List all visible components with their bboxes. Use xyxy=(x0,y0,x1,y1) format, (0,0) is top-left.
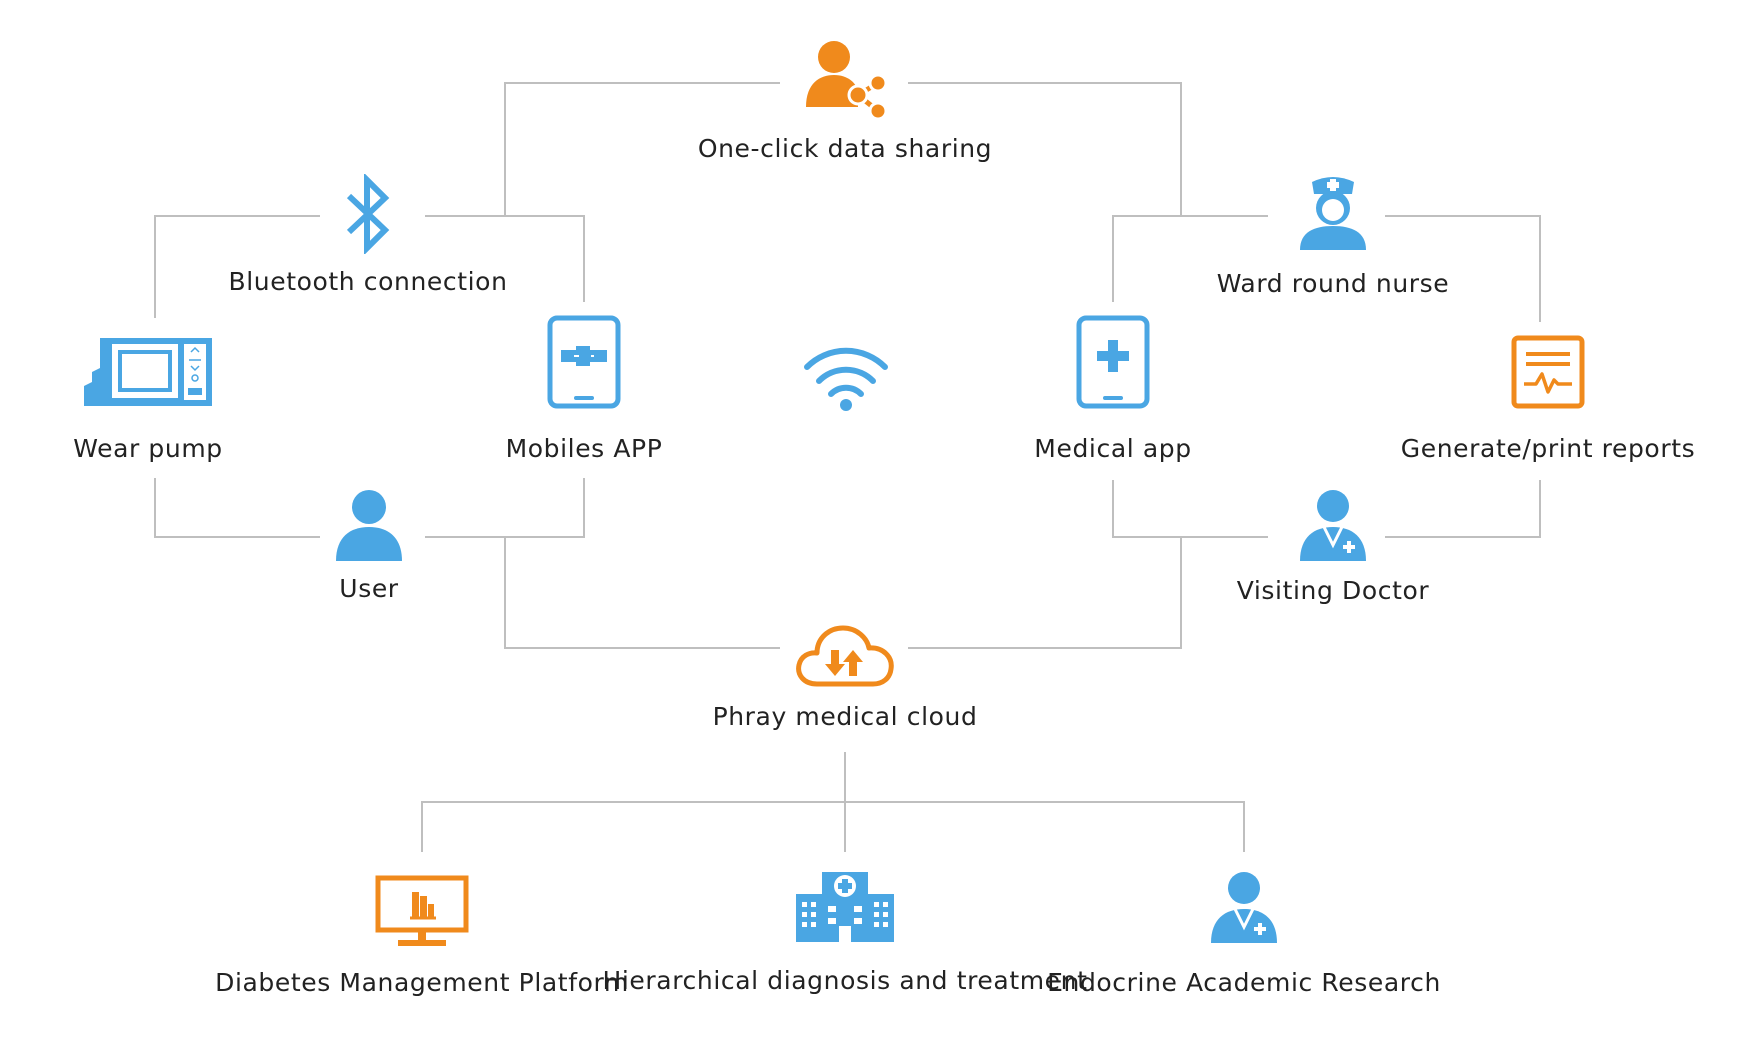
wifi-icon xyxy=(804,347,888,411)
connector-left-bottom-left xyxy=(154,478,320,538)
platform-label: Diabetes Management Platform xyxy=(215,968,629,997)
user-label: User xyxy=(339,574,399,603)
doctor-icon xyxy=(1300,490,1366,561)
research-label: Endocrine Academic Research xyxy=(1047,968,1441,997)
doctor-label: Visiting Doctor xyxy=(1236,576,1430,605)
connector-left-top-left xyxy=(154,215,320,318)
bluetooth-label: Bluetooth connection xyxy=(228,267,508,296)
mobiles-app-label: Mobiles APP xyxy=(505,434,663,463)
insulin-pump-icon xyxy=(84,338,212,406)
connector-bottom-right xyxy=(908,537,1182,649)
connector-top-left xyxy=(504,82,780,216)
tablet-app-icon xyxy=(547,315,621,409)
bluetooth-icon xyxy=(346,174,390,254)
connector-left-top-right xyxy=(425,215,585,302)
connector-top-right xyxy=(908,82,1182,216)
cloud-label: Phray medical cloud xyxy=(712,702,978,731)
medical-app-label: Medical app xyxy=(1034,434,1192,463)
report-icon xyxy=(1511,335,1585,409)
connector-right-bottom-right xyxy=(1385,480,1541,538)
nurse-label: Ward round nurse xyxy=(1216,269,1450,298)
hospital-icon xyxy=(796,872,894,942)
reports-label: Generate/print reports xyxy=(1400,434,1696,463)
monitor-icon xyxy=(375,875,469,946)
connector-right-top-right xyxy=(1385,215,1541,322)
connector-bottom-left xyxy=(504,537,780,649)
connector-tree-branch xyxy=(421,801,1245,852)
connector-right-bottom-left xyxy=(1112,480,1268,538)
wear-pump-label: Wear pump xyxy=(73,434,223,463)
connector-left-bottom-right xyxy=(425,478,585,538)
share-user-icon xyxy=(806,41,888,121)
researcher-icon xyxy=(1211,872,1277,943)
medical-tablet-icon xyxy=(1076,315,1150,409)
cloud-sync-icon xyxy=(796,625,894,687)
connector-right-top-left xyxy=(1112,215,1268,302)
nurse-icon xyxy=(1300,177,1366,250)
user-icon xyxy=(336,490,402,561)
hierarchical-label: Hierarchical diagnosis and treatment xyxy=(602,966,1088,995)
data-sharing-label: One-click data sharing xyxy=(697,134,993,163)
